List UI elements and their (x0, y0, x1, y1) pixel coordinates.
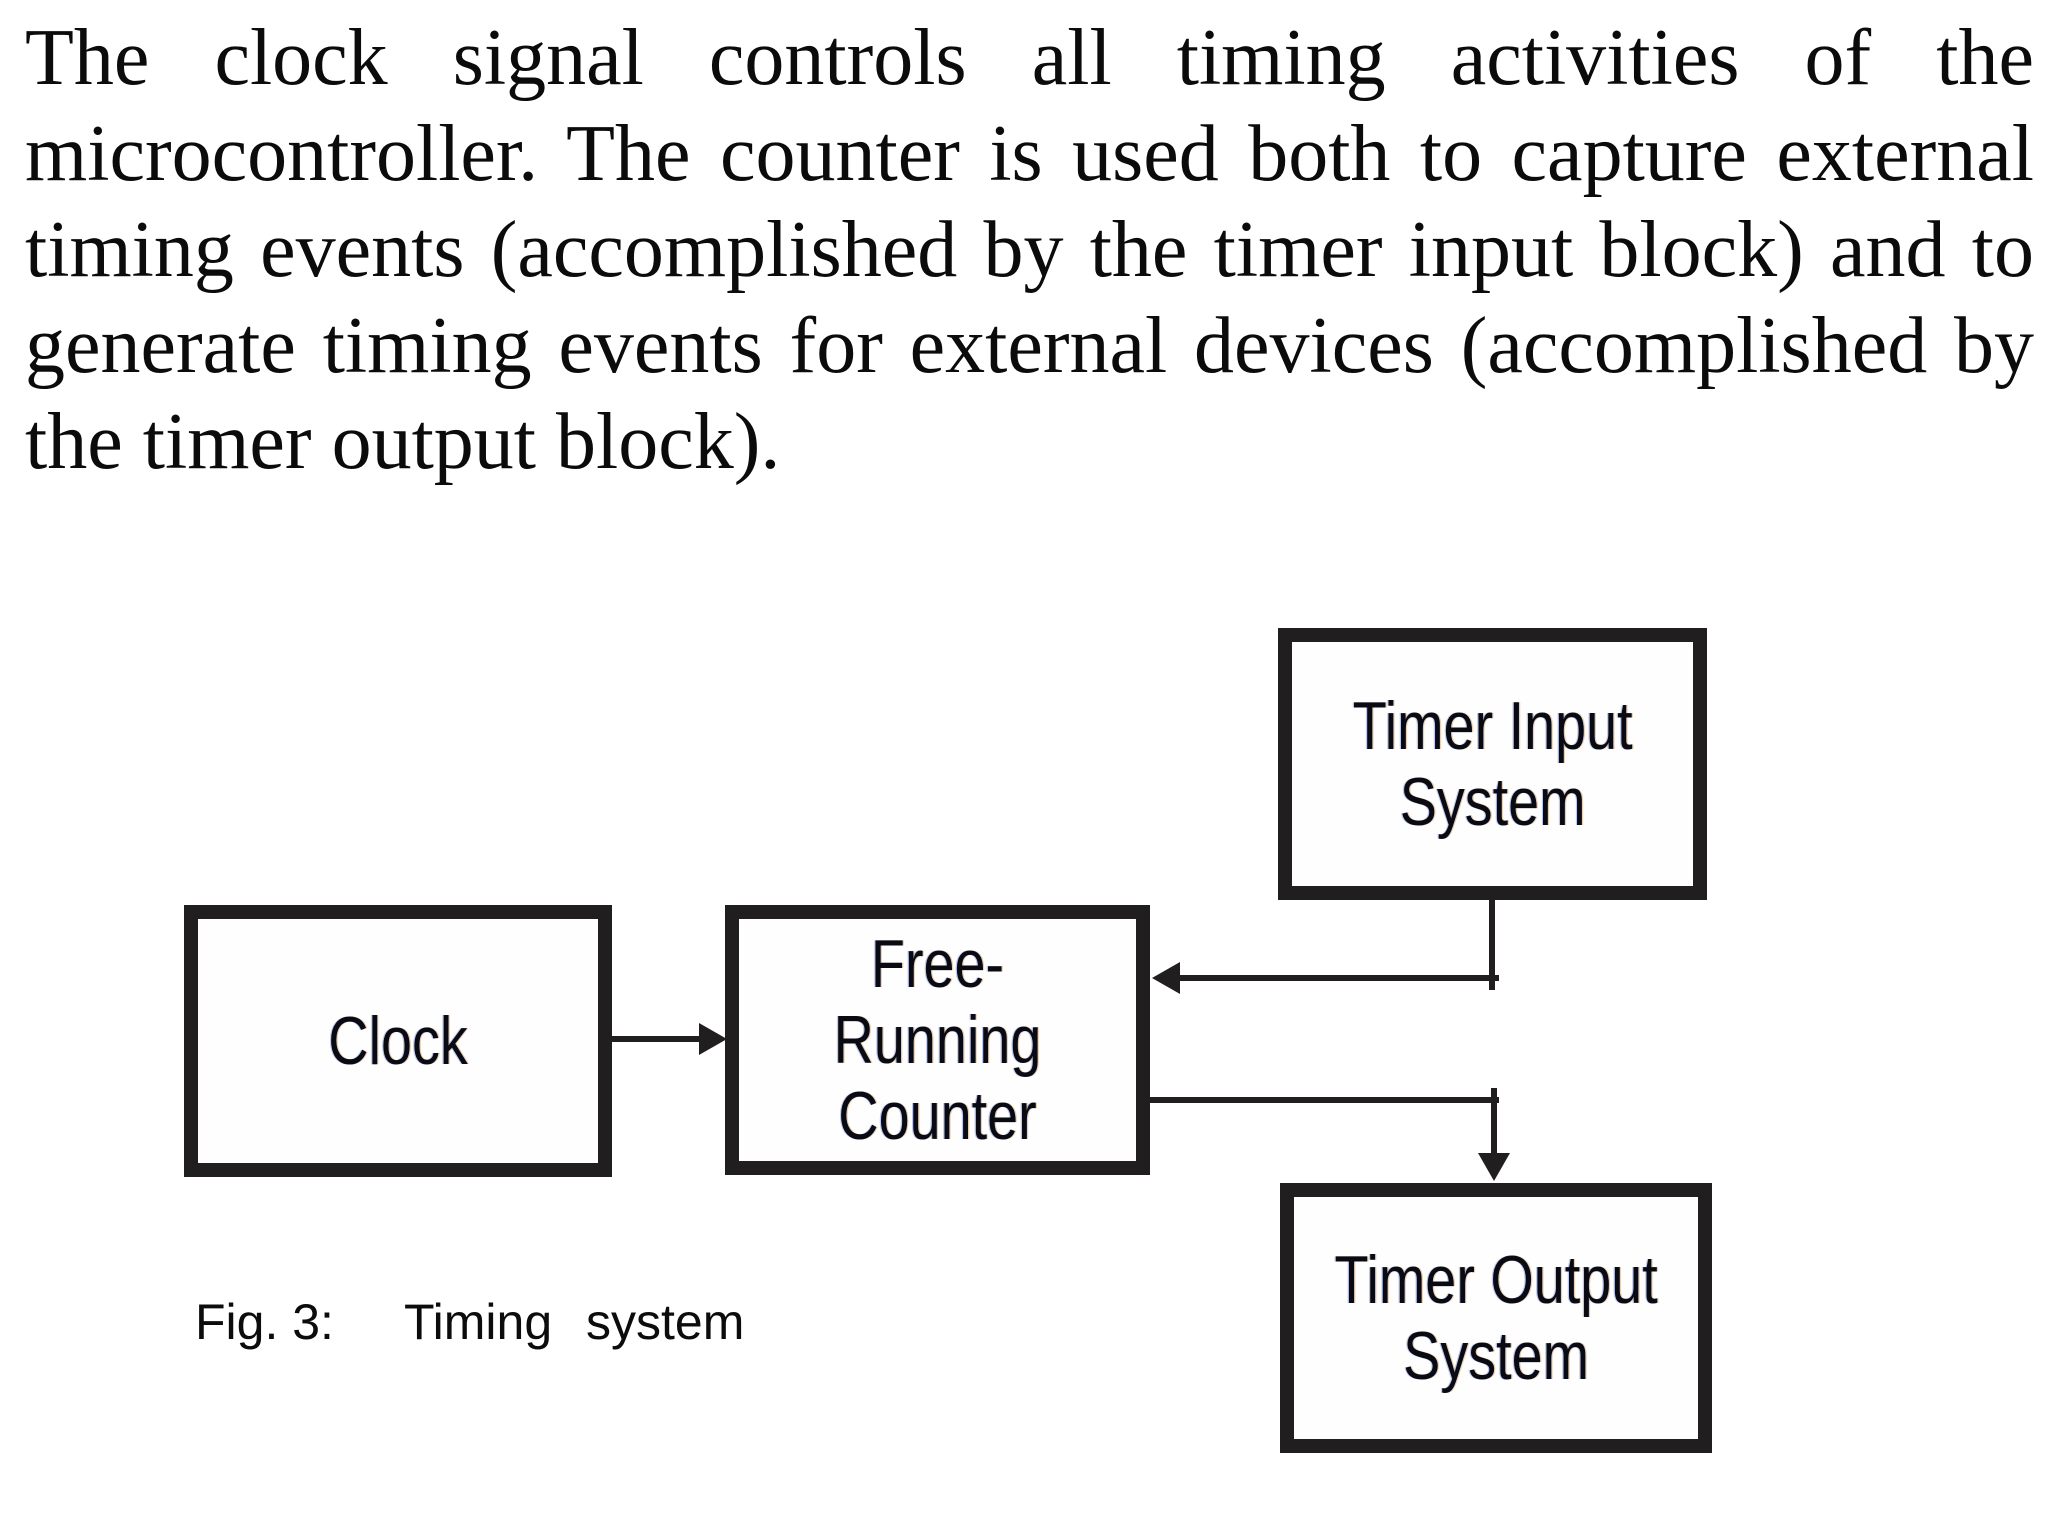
timer-output-system-box-label: Timer Output System (1334, 1242, 1658, 1394)
paragraph-line: generate timing events for external devi… (25, 302, 2034, 390)
arrowhead-down-icon (1478, 1153, 1510, 1181)
figure-caption: Fig. 3: Timing system (195, 1297, 744, 1347)
line-segment (1489, 898, 1495, 990)
line-segment (1150, 1097, 1499, 1103)
paragraph: The clock signal controls all timing act… (25, 10, 2034, 490)
clock-box-label: Clock (328, 1003, 468, 1079)
paragraph-line: timing events (accomplished by the timer… (25, 206, 2034, 294)
line-segment (1180, 975, 1499, 981)
figure-caption-title: Timing system (403, 1294, 745, 1350)
free-running-counter-box: Free-Running Counter (725, 905, 1150, 1175)
line-segment (1491, 1088, 1497, 1158)
line-segment (610, 1036, 702, 1042)
paragraph-line: microcontroller. The counter is used bot… (25, 110, 2034, 198)
timer-input-system-box-label: Timer Input System (1352, 688, 1633, 840)
paragraph-line: The clock signal controls all timing act… (25, 14, 2034, 102)
figure-caption-label: Fig. 3: (195, 1294, 334, 1350)
arrowhead-left-icon (1152, 962, 1180, 994)
timer-input-system-box: Timer Input System (1278, 628, 1707, 900)
free-running-counter-box-label: Free-Running Counter (833, 926, 1042, 1154)
paragraph-line: the timer output block). (25, 398, 781, 486)
timer-output-system-box: Timer Output System (1280, 1183, 1712, 1453)
arrowhead-right-icon (699, 1023, 727, 1055)
clock-box: Clock (184, 905, 612, 1177)
